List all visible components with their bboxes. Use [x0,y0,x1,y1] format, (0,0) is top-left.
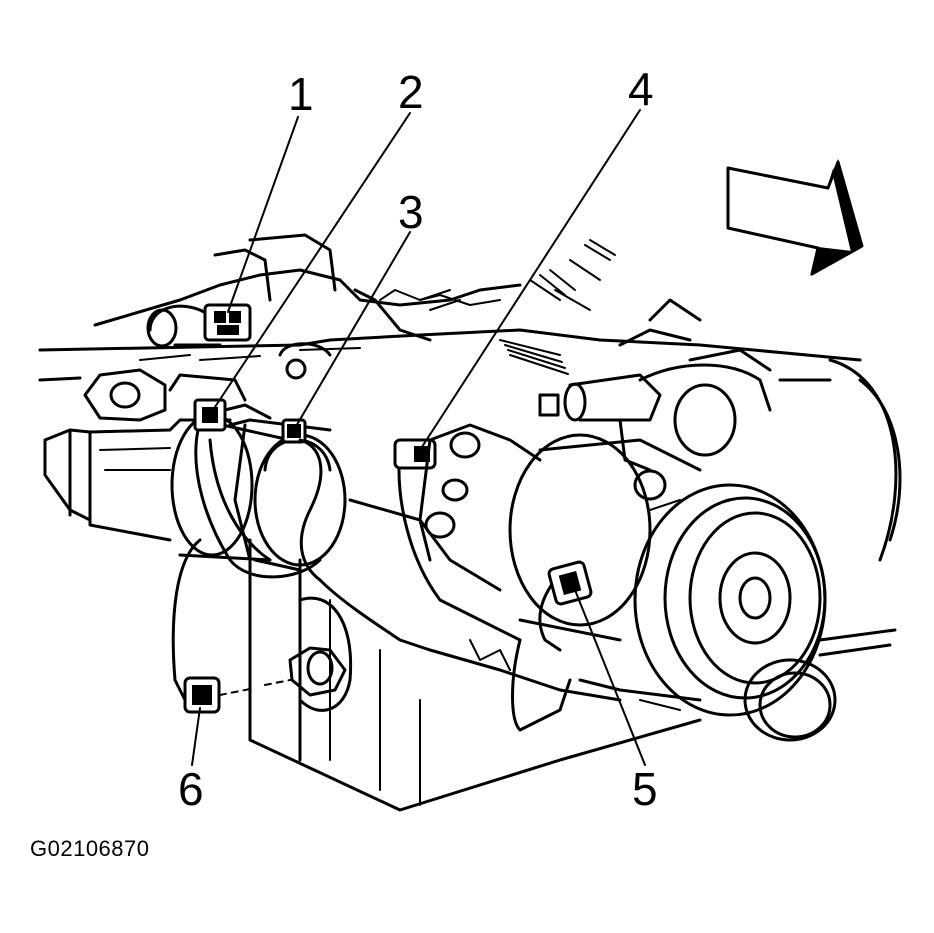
connector-6 [183,676,291,714]
connector-4 [393,438,437,470]
connector-2 [193,398,272,432]
engine-front-right [778,358,902,562]
callout-labels: 1 2 3 4 5 6 [178,63,658,815]
front-direction-arrow-icon [726,158,864,276]
leader-line-5 [574,589,646,766]
callout-2: 2 [398,66,424,118]
starter-motor [43,368,292,562]
connector-1 [203,303,252,342]
callout-3: 3 [398,186,424,238]
leader-lines [191,109,646,766]
figure-id-label: G02106870 [30,836,150,861]
engine-block [38,233,862,812]
pressure-sensor [288,596,353,712]
hose-top-left [146,304,332,380]
compressor-pulley [633,483,897,717]
callout-6: 6 [178,763,204,815]
callout-5: 5 [632,763,658,815]
wire-bundles [419,239,616,375]
leader-line-4 [419,109,641,451]
callout-4: 4 [628,63,654,115]
callout-1: 1 [288,68,314,120]
ac-compressor [418,423,702,642]
upper-hoses [538,298,772,472]
lower-pulleys [743,658,837,742]
connector-3 [281,418,307,444]
leader-line-1 [227,116,299,313]
leader-line-3 [294,231,411,429]
wiring-harness [171,428,702,732]
leader-line-6 [191,707,201,766]
connector-5 [547,560,593,606]
leader-line-2 [212,112,411,411]
